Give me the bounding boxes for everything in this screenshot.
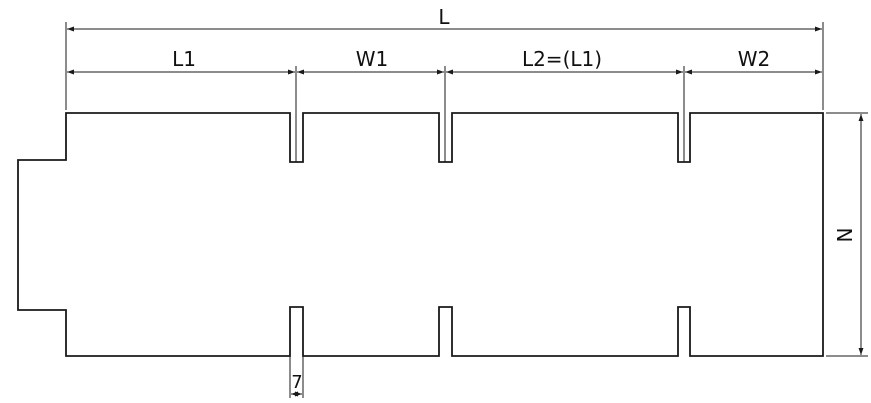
label-height: N [833,228,857,243]
label-panel3: L2=(L1) [522,47,602,71]
blank-outline [17,112,824,357]
label-slot-width: 7 [291,372,302,393]
label-panel2: W1 [356,47,389,71]
label-total-length: L [438,5,450,29]
label-panel1: L1 [172,47,196,71]
label-panel4: W2 [738,47,771,71]
